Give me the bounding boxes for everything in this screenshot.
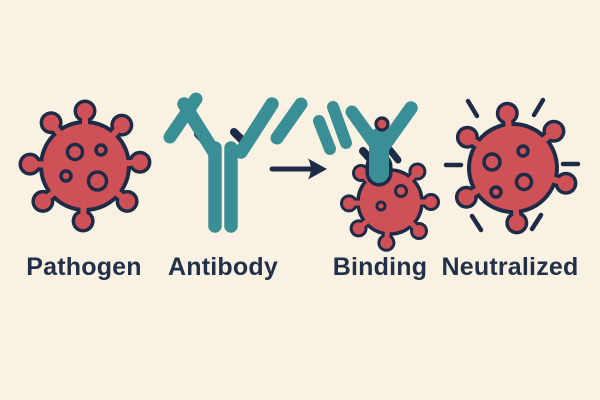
step-label-pathogen: Pathogen [26, 253, 142, 281]
neutralized-virus-burst-icon [443, 97, 581, 235]
virus-icon [18, 99, 152, 233]
antibody-bound-virus-icon [313, 101, 440, 252]
right-arrow-icon [269, 158, 327, 180]
step-label-antibody: Antibody [168, 253, 278, 281]
step-label-neutralized: Neutralized [441, 253, 579, 281]
step-label-binding: Binding [332, 253, 428, 281]
burst-lines-icon [443, 97, 581, 233]
antibody-y-icon [163, 92, 308, 233]
